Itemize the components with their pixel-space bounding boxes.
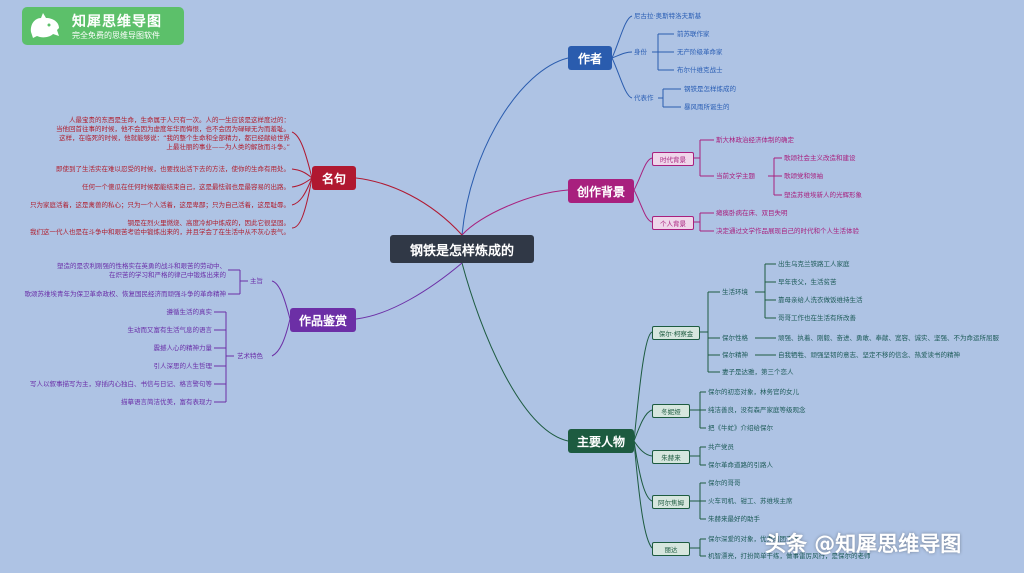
- quote-line[interactable]: 任何一个傻瓜在任何时候都能结束自己，这是最怯弱也是最容易的出路。: [82, 183, 290, 191]
- art-item[interactable]: 写人以叙事描写为主，穿插内心独白、书信与日记、格言警句等: [30, 380, 212, 388]
- theme-item[interactable]: 歌颂党和领袖: [784, 172, 823, 180]
- central-topic[interactable]: 钢铁是怎样炼成的: [390, 235, 534, 263]
- art-item[interactable]: 生动而又富有生活气息的语言: [127, 326, 213, 334]
- tonya-node[interactable]: 冬妮娅: [652, 404, 690, 418]
- quotes-node[interactable]: 名句: [312, 166, 356, 190]
- theme-line[interactable]: 塑造的是农利刚强的性格实在英勇的战斗和艰苦的劳动中、: [57, 262, 226, 270]
- era-background-node[interactable]: 时代背景: [652, 152, 694, 166]
- quote-line[interactable]: 我们这一代人也是在斗争中和艰苦考验中锻炼出来的，并且学会了在生活中从不灰心丧气。: [30, 228, 290, 236]
- author-work-item[interactable]: 钢铁是怎样炼成的: [684, 85, 736, 93]
- characters-node[interactable]: 主要人物: [568, 429, 634, 453]
- appreciation-art-label[interactable]: 艺术特色: [237, 352, 263, 360]
- author-works-label[interactable]: 代表作: [634, 94, 654, 102]
- artyom-item[interactable]: 火车司机、钳工、苏维埃主席: [708, 497, 793, 505]
- author-work-item[interactable]: 暴风雨所诞生的: [684, 103, 730, 111]
- artyom-item[interactable]: 朱赫来最好的助手: [708, 515, 760, 523]
- pavel-env-item[interactable]: 出生乌克兰铁路工人家庭: [778, 260, 850, 268]
- zhuhelai-item[interactable]: 共产党员: [708, 443, 734, 451]
- logo-subtitle: 完全免费的思维导图软件: [72, 31, 160, 40]
- tonya-item[interactable]: 纯洁善良，没有森严家庭等级观念: [708, 406, 806, 414]
- author-name[interactable]: 尼古拉·奥斯特洛夫斯基: [634, 12, 702, 20]
- quote-line[interactable]: 即使到了生活实在难以忍受的时候，也要找出活下去的方法，使你的生命有用处。: [56, 165, 290, 173]
- theme-line[interactable]: 歌颂苏维埃青年为保卫革命政权、恢复国民经济而顽强斗争的革命精神: [24, 290, 227, 298]
- theme-item[interactable]: 歌颂社会主义改造和建设: [784, 154, 856, 162]
- author-identity-label[interactable]: 身份: [634, 48, 647, 56]
- personal-item[interactable]: 决定通过文学作品展现自己的时代和个人生活体验: [716, 227, 859, 235]
- art-item[interactable]: 遵循生活的真实: [166, 308, 213, 316]
- pavel-env-item[interactable]: 哥哥工作也在生活有所改善: [778, 314, 856, 322]
- watermark: 头条 @知犀思维导图: [765, 532, 962, 556]
- art-item[interactable]: 描摹语言简洁优美，富有表现力: [121, 398, 212, 406]
- pavel-character[interactable]: 顽强、执着、刚毅、奋进、勇敢、奉献、宽容、诚实、坚强、不为命运所屈服: [778, 334, 999, 342]
- author-identity-item[interactable]: 无产阶级革命家: [677, 48, 723, 56]
- art-item[interactable]: 震撼人心的精神力量: [153, 344, 213, 352]
- pavel-env-item[interactable]: 早年丧父，生活贫苦: [778, 278, 837, 286]
- rita-node[interactable]: 丽达: [652, 542, 690, 556]
- theme-item[interactable]: 塑造苏维埃新人的光辉形象: [784, 191, 862, 199]
- artyom-item[interactable]: 保尔的哥哥: [708, 479, 741, 487]
- author-identity-item[interactable]: 前苏联作家: [677, 30, 710, 38]
- appreciation-node[interactable]: 作品鉴赏: [290, 308, 356, 332]
- author-node[interactable]: 作者: [568, 46, 612, 70]
- quote-line[interactable]: 只为家庭活着，这是禽兽的私心；只为一个人活着，这是卑鄙；只为自己活着，这是耻辱。: [30, 201, 290, 209]
- quote-line[interactable]: 当他回首往事的时候，他不会因为虚度年华而悔恨，也不会因为碌碌无为而羞耻。: [56, 125, 290, 133]
- artyom-node[interactable]: 阿尔焦姆: [652, 495, 690, 509]
- theme-line[interactable]: 在炽苦的学习和严格的律己中锻炼出来的: [109, 271, 226, 279]
- zhuhelai-item[interactable]: 保尔革命道路的引路人: [708, 461, 773, 469]
- tonya-item[interactable]: 保尔的初恋对象，林务官的女儿: [708, 388, 799, 396]
- app-logo[interactable]: 知犀思维导图 完全免费的思维导图软件: [22, 7, 184, 45]
- quote-line[interactable]: 人最宝贵的东西是生命，生命属于人只有一次。人的一生应该是这样度过的：: [69, 116, 290, 124]
- era-item[interactable]: 斯大林政治经济体制的确定: [716, 136, 794, 144]
- personal-background-node[interactable]: 个人背景: [652, 216, 694, 230]
- author-identity-item[interactable]: 布尔什维克战士: [677, 66, 723, 74]
- background-node[interactable]: 创作背景: [568, 179, 634, 203]
- quote-line[interactable]: 上最壮丽的事业——为人类的解放而斗争。”: [166, 143, 290, 151]
- pavel-character-label[interactable]: 保尔性格: [722, 334, 748, 342]
- tonya-item[interactable]: 把《牛虻》介绍给保尔: [708, 424, 773, 432]
- rita-item[interactable]: 保尔深爱的对象，优秀的团干部: [708, 535, 799, 543]
- quote-line[interactable]: 这样，在临死的时候，他就能够说：“我的整个生命和全部精力，都已经献给世界: [59, 134, 290, 142]
- rita-item[interactable]: 机智漂亮，打扮简单干练，做事雷厉风行，是保尔的老师: [708, 552, 871, 560]
- logo-title: 知犀思维导图: [72, 14, 162, 30]
- quote-line[interactable]: 钢是在烈火里燃烧、高度冷却中炼成的，因此它很坚固。: [127, 219, 291, 227]
- art-item[interactable]: 引人深思的人生哲理: [153, 362, 213, 370]
- rhino-icon: [30, 13, 59, 38]
- pavel-wife[interactable]: 妻子是达雅，第三个恋人: [722, 368, 794, 376]
- pavel-env-item[interactable]: 靠母亲给人洗衣做饭维持生活: [778, 296, 863, 304]
- pavel-spirit[interactable]: 自我牺牲、顽强坚韧的意志、坚定不移的信念、热爱读书的精神: [778, 351, 960, 359]
- pavel-env-label[interactable]: 生活环境: [722, 288, 748, 296]
- zhuhelai-node[interactable]: 朱赫来: [652, 450, 690, 464]
- pavel-spirit-label[interactable]: 保尔精神: [722, 351, 748, 359]
- appreciation-theme-label[interactable]: 主旨: [250, 277, 263, 285]
- personal-item[interactable]: 瘫痪卧病在床、双目失明: [716, 209, 788, 217]
- theme-label[interactable]: 当前文学主题: [716, 172, 755, 180]
- pavel-node[interactable]: 保尔·柯察金: [652, 326, 700, 340]
